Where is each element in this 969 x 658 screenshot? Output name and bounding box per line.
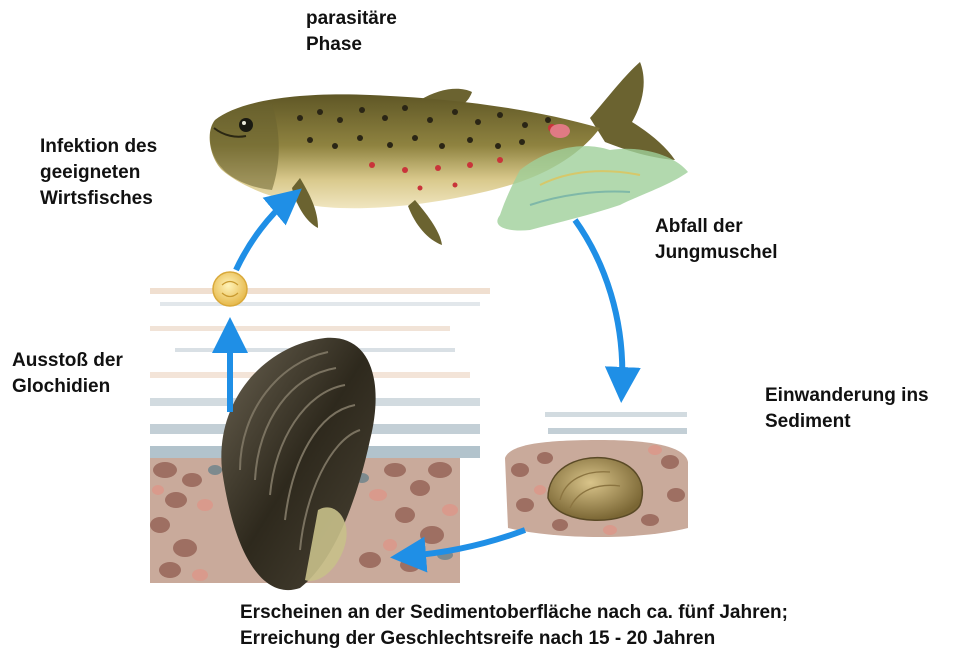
label-sediment-migration-line-2: Sediment <box>765 409 929 435</box>
label-infection-line-3: Wirtsfisches <box>40 186 157 212</box>
label-infection: Infektion des geeigneten Wirtsfisches <box>40 134 157 212</box>
label-emergence-line-2: Erreichung der Geschlechtsreife nach 15 … <box>240 626 788 652</box>
label-infection-line-2: geeigneten <box>40 160 157 186</box>
label-parasitic-phase-line-2: Phase <box>306 32 397 58</box>
label-sediment-migration: Einwanderung ins Sediment <box>765 383 929 435</box>
arrow-glochidium-to-fish <box>236 200 288 270</box>
label-parasitic-phase-line-1: parasitäre <box>306 6 397 32</box>
label-infection-line-1: Infektion des <box>40 134 157 160</box>
label-juvenile-drop-line-1: Abfall der <box>655 214 777 240</box>
label-juvenile-drop: Abfall der Jungmuschel <box>655 214 777 266</box>
arrow-fish-to-sediment <box>575 220 622 385</box>
label-glochidia-release: Ausstoß der Glochidien <box>12 348 123 400</box>
label-juvenile-drop-line-2: Jungmuschel <box>655 240 777 266</box>
glochidium-icon <box>213 272 247 306</box>
label-parasitic-phase: parasitäre Phase <box>306 6 397 58</box>
label-emergence-line-1: Erscheinen an der Sedimentoberfläche nac… <box>240 600 788 626</box>
label-glochidia-release-line-1: Ausstoß der <box>12 348 123 374</box>
water-surface-right <box>545 412 687 434</box>
label-emergence: Erscheinen an der Sedimentoberfläche nac… <box>240 600 788 652</box>
label-glochidia-release-line-2: Glochidien <box>12 374 123 400</box>
label-sediment-migration-line-1: Einwanderung ins <box>765 383 929 409</box>
